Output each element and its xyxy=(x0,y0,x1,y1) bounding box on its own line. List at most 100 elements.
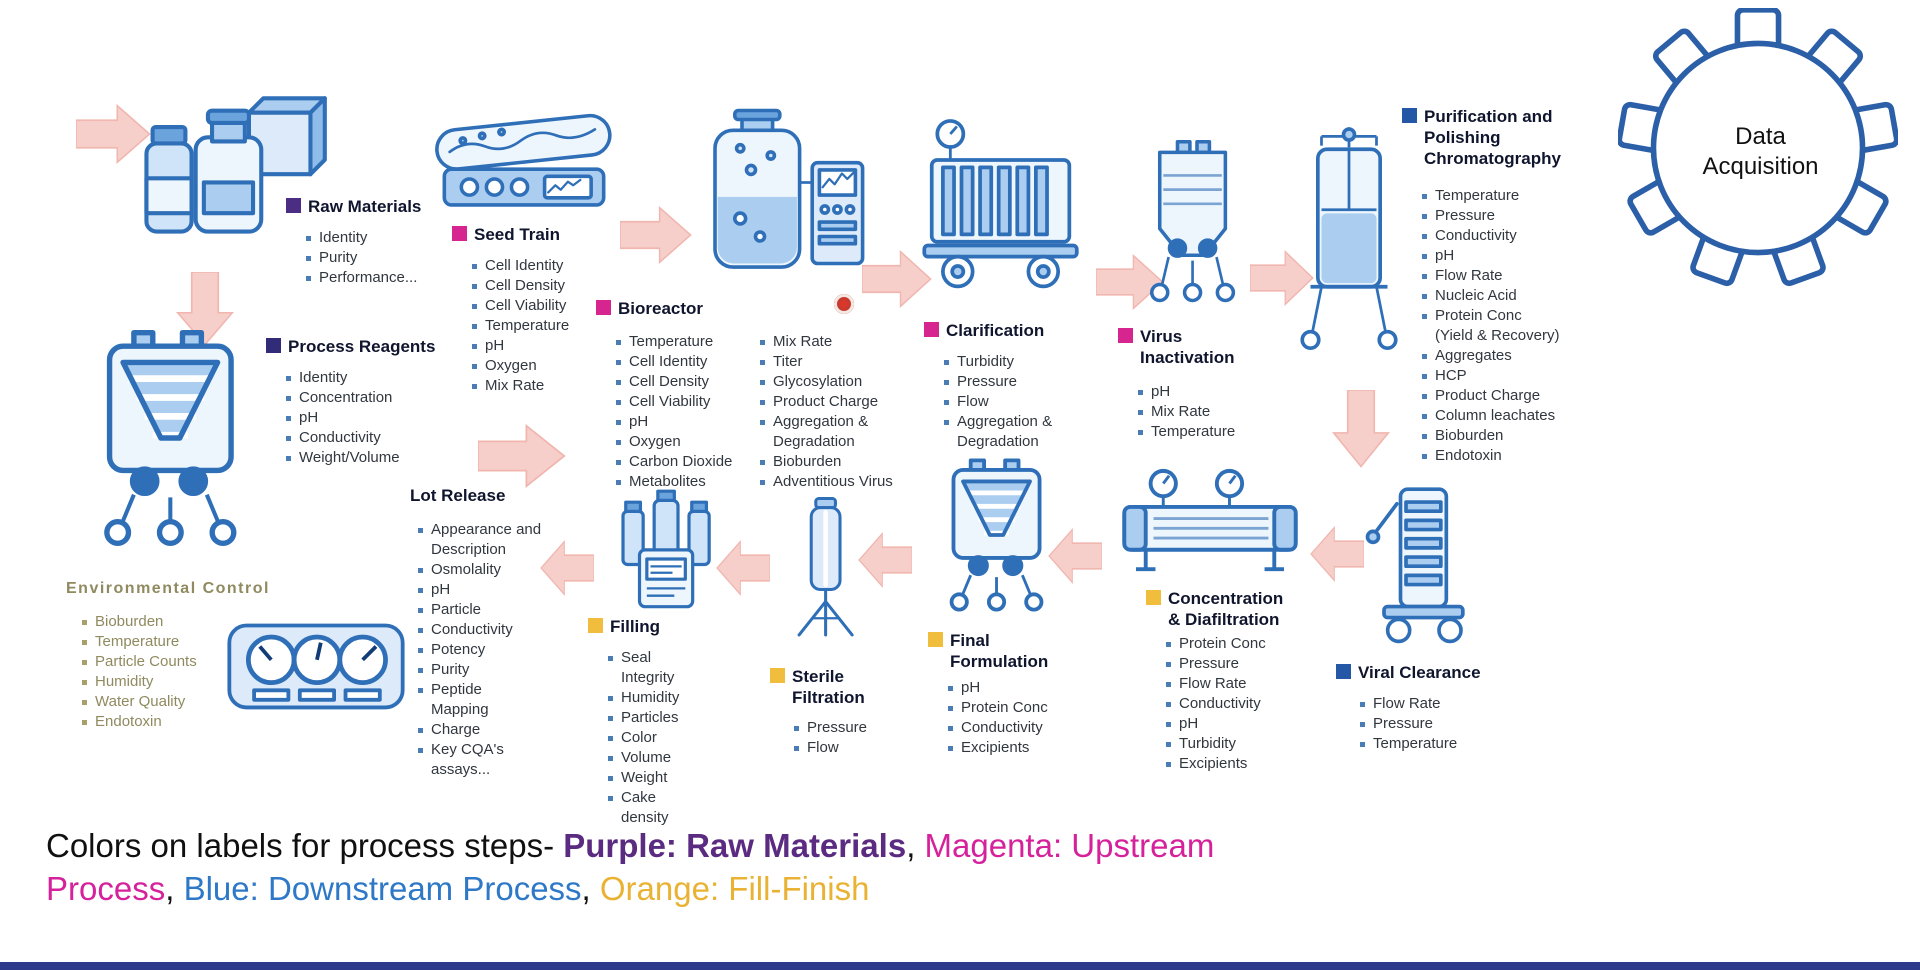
category-tag xyxy=(770,668,785,683)
viral-clearance-illustration xyxy=(1362,474,1472,652)
bullet-item: Aggregation & Degradation xyxy=(758,412,893,452)
bullet-item: Endotoxin xyxy=(1420,446,1559,466)
bullet-item: Protein Conc xyxy=(946,698,1048,718)
bullet-item: Protein Conc (Yield & Recovery) xyxy=(1420,306,1559,346)
bioreactor-illustration xyxy=(688,104,868,288)
bullet-item: Temperature xyxy=(614,332,732,352)
bullet-item: HCP xyxy=(1420,366,1559,386)
bullet-item: Humidity xyxy=(80,672,197,692)
bullet-item: Bioburden xyxy=(1420,426,1559,446)
bullet-item: Cell Identity xyxy=(470,256,569,276)
step-name: Filling xyxy=(610,617,661,636)
step-name: Sterile Filtration xyxy=(792,667,865,707)
step-name: Seed Train xyxy=(474,225,560,244)
bullet-item: Identity xyxy=(304,228,417,248)
caption-segment: Colors on labels for process steps- xyxy=(46,827,564,864)
caption-segment: Orange: Fill-Finish xyxy=(599,870,870,907)
bullet-item: pH xyxy=(1136,382,1235,402)
bullet-item: Oxygen xyxy=(470,356,569,376)
bullet-item: Seal Integrity xyxy=(606,648,679,688)
bottom-bar xyxy=(0,962,1920,970)
bullet-item: pH xyxy=(416,580,541,600)
bullet-item: Titer xyxy=(758,352,893,372)
legend-caption: Colors on labels for process steps- Purp… xyxy=(46,824,1566,910)
bullet-item: Flow xyxy=(792,738,867,758)
bullet-item: pH xyxy=(1164,714,1266,734)
step-name: Clarification xyxy=(946,321,1045,340)
bullet-item: Adventitious Virus xyxy=(758,472,893,492)
virus-inactivation-illustration xyxy=(1142,132,1244,312)
bullet-item: Protein Conc xyxy=(1164,634,1266,654)
bullet-item: Weight xyxy=(606,768,679,788)
bullet-item: Cell Density xyxy=(614,372,732,392)
bullet-item: Identity xyxy=(284,368,400,388)
bullet-item: Conductivity xyxy=(284,428,400,448)
bullet-item: pH xyxy=(946,678,1048,698)
bullet-item: Flow Rate xyxy=(1420,266,1559,286)
bullet-item: Turbidity xyxy=(942,352,1052,372)
bullet-item: Osmolality xyxy=(416,560,541,580)
data-acquisition-gear-icon xyxy=(1618,8,1898,288)
final-formulation-illustration xyxy=(942,456,1052,614)
bullet-item: Appearance and Description xyxy=(416,520,541,560)
data-acquisition-label: Data Acquisition xyxy=(1702,123,1819,180)
filling-illustration xyxy=(612,482,722,614)
arrow-filling-to-lot-release-icon xyxy=(540,540,594,596)
bullet-item: Conductivity xyxy=(1164,694,1266,714)
bullet-item: Nucleic Acid xyxy=(1420,286,1559,306)
legend-caption-line2: Process, Blue: Downstream Process, Orang… xyxy=(46,867,1566,910)
bullet-item: Metabolites xyxy=(614,472,732,492)
bullet-item: Pressure xyxy=(942,372,1052,392)
arrow-reagents-to-seed-train-icon xyxy=(478,424,566,488)
caption-segment: , xyxy=(581,870,600,907)
bullet-item: Cell Density xyxy=(470,276,569,296)
bullet-item: Peptide Mapping xyxy=(416,680,541,720)
step-name: Viral Clearance xyxy=(1358,663,1481,682)
caption-segment: , xyxy=(165,870,184,907)
bullet-item: Water Quality xyxy=(80,692,197,712)
bullet-item: Temperature xyxy=(1358,734,1457,754)
step-label-process-reagents: Process Reagents xyxy=(266,336,435,357)
step-name: Concentration & Diafiltration xyxy=(1168,589,1284,629)
bullet-item: Mix Rate xyxy=(758,332,893,352)
step-name: Virus Inactivation xyxy=(1140,327,1235,367)
bullet-item: Pressure xyxy=(1164,654,1266,674)
category-tag xyxy=(1146,590,1161,605)
step-name: Raw Materials xyxy=(308,197,422,216)
bullet-item: Performance... xyxy=(304,268,417,288)
bullet-item: Particles xyxy=(606,708,679,728)
bullet-item: Pressure xyxy=(1358,714,1457,734)
seed-train-illustration xyxy=(430,106,618,218)
step-label-final-formulation: Final Formulation xyxy=(928,630,1048,672)
bullet-item: Purity xyxy=(304,248,417,268)
bullet-item: Excipients xyxy=(1164,754,1266,774)
clarification-illustration xyxy=(915,112,1087,300)
bullet-item: pH xyxy=(284,408,400,428)
bullet-item: Temperature xyxy=(1420,186,1559,206)
bullet-item: Temperature xyxy=(1136,422,1235,442)
step-label-clarification: Clarification xyxy=(924,320,1044,341)
bullet-item: Cell Viability xyxy=(614,392,732,412)
step-label-chromatography: Purification and Polishing Chromatograph… xyxy=(1402,106,1561,169)
step-label-seed-train: Seed Train xyxy=(452,224,560,245)
bullet-item: Cell Identity xyxy=(614,352,732,372)
category-tag xyxy=(596,300,611,315)
bullet-item: Carbon Dioxide xyxy=(614,452,732,472)
step-label-bioreactor: Bioreactor xyxy=(596,298,703,319)
category-tag xyxy=(928,632,943,647)
category-tag xyxy=(1336,664,1351,679)
sterile-filtration-illustration xyxy=(790,476,862,662)
caption-segment: , xyxy=(906,827,925,864)
bullet-item: Excipients xyxy=(946,738,1048,758)
caption-segment: Blue: Downstream Process xyxy=(183,870,582,907)
bullet-item: Cake density xyxy=(606,788,679,828)
